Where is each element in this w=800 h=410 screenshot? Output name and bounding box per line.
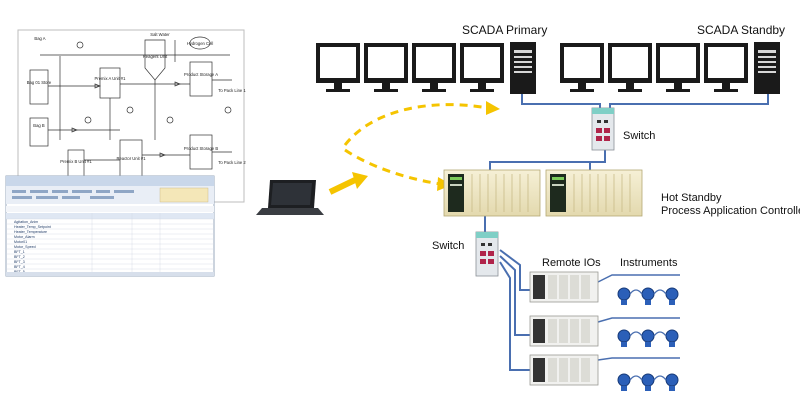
cable-scada-primary	[521, 93, 601, 110]
remote-io-rack	[529, 315, 599, 347]
pid-drawing: Bag A Bag B Bag 01 Store Premix A Unit #…	[17, 29, 246, 203]
remote-ios-label: Remote IOs	[542, 257, 601, 269]
spreadsheet-row: BFT_1	[14, 250, 25, 254]
cable-switch-remote-io-2	[499, 255, 530, 336]
monitor-icon	[560, 43, 604, 92]
instrument-icon	[641, 373, 655, 391]
instrument-row	[617, 287, 679, 305]
cable-switch-remote-io-1	[499, 249, 530, 291]
instrument-cables	[597, 274, 680, 361]
instrument-links	[629, 289, 667, 381]
instrument-icon	[617, 373, 631, 391]
pid-tag: Hydrogen Cell	[187, 41, 214, 46]
scada-standby-station	[560, 42, 780, 94]
network-switch-left	[475, 231, 499, 277]
monitor-icon	[460, 43, 504, 92]
monitor-icon	[704, 43, 748, 92]
pid-tag: To Pack Line 1	[218, 88, 246, 93]
instrument-row	[617, 373, 679, 391]
network-switch-top	[591, 107, 615, 151]
spreadsheet-row: BFT_3	[14, 260, 25, 264]
server-tower-icon	[754, 42, 780, 94]
laptop-icon	[256, 180, 324, 215]
instrument-icon	[641, 287, 655, 305]
pid-tag: Reactor Unit #1	[116, 156, 146, 161]
pid-tag: Salt Water	[150, 32, 170, 37]
controller-rack-a	[443, 169, 541, 217]
spreadsheet-row: Motor_Speed	[14, 245, 36, 249]
pid-tag: To Pack Line 2	[218, 160, 246, 165]
spreadsheet-row: BFT_2	[14, 255, 25, 259]
switch-top-label: Switch	[623, 130, 656, 142]
spreadsheet-row: Motor01	[14, 240, 27, 244]
remote-io-rack	[529, 271, 599, 303]
pid-tag: Bag B	[33, 123, 45, 128]
instrument-icon	[641, 329, 655, 347]
remote-io-rack	[529, 354, 599, 386]
network-cables	[484, 93, 769, 371]
controller-rack-b	[545, 169, 643, 217]
pid-tag: Reagent Unit	[143, 54, 168, 59]
instrument-icon	[665, 329, 679, 347]
data-flow-arrows	[328, 101, 500, 195]
controllers-label-line1: Hot Standby	[661, 192, 722, 204]
switch-left-label: Switch	[432, 240, 465, 252]
monitor-icon	[412, 43, 456, 92]
instrument-icon	[617, 287, 631, 305]
instrument-row	[617, 329, 679, 347]
monitor-icon	[316, 43, 360, 92]
instrument-icon	[665, 287, 679, 305]
pid-tag: Bag A	[34, 36, 45, 41]
cable-switch-remote-io-3	[499, 261, 530, 371]
pid-tag: Product Storage A	[184, 72, 218, 77]
pid-tag: Premix A Unit #1	[95, 76, 127, 81]
instrument-icon	[617, 329, 631, 347]
tag-spreadsheet: Agitation_Anim Heater_Temp_Setpoint Heat…	[5, 175, 215, 277]
spreadsheet-row: Agitation_Anim	[14, 220, 38, 224]
instruments-label: Instruments	[620, 257, 678, 269]
spreadsheet-row: Heater_Temperature	[14, 230, 47, 234]
scada-primary-label: SCADA Primary	[462, 23, 548, 37]
pid-tag: Premix B Unit #1	[60, 159, 92, 164]
cable-scada-standby	[609, 93, 769, 110]
scada-standby-label: SCADA Standby	[697, 23, 786, 37]
spreadsheet-row: Motor_Alarm	[14, 235, 35, 239]
monitor-icon	[608, 43, 652, 92]
scada-primary-station	[316, 42, 536, 94]
cable-switch-to-controller-b	[589, 150, 606, 175]
server-tower-icon	[510, 42, 536, 94]
monitor-icon	[364, 43, 408, 92]
pid-tag: Product Storage B	[184, 146, 218, 151]
pid-tag: Bag 01 Store	[27, 80, 52, 85]
controllers-label-line2: Process Application Controllers	[661, 205, 800, 217]
spreadsheet-row: Heater_Temp_Setpoint	[14, 225, 51, 229]
instrument-icon	[665, 373, 679, 391]
spreadsheet-row: BFT_4	[14, 265, 25, 269]
monitor-icon	[656, 43, 700, 92]
